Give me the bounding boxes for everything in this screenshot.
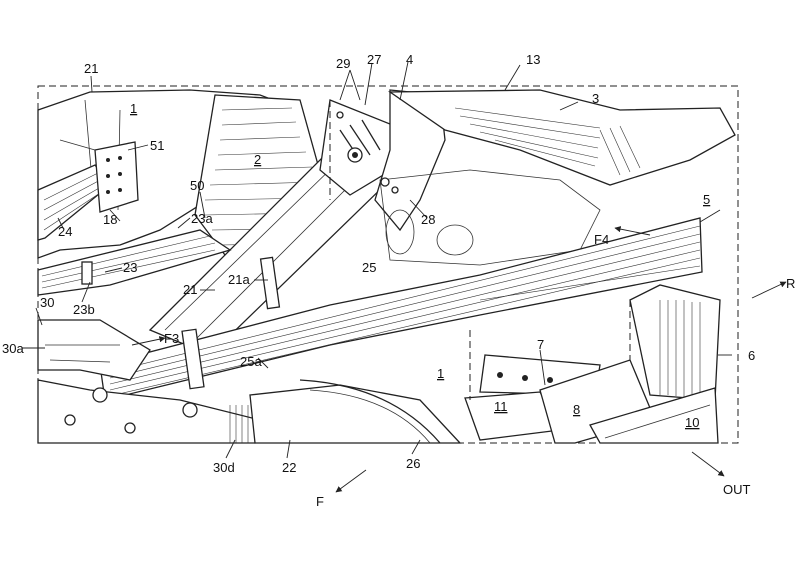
label-51: 51 [150,138,164,153]
label-26: 26 [406,456,420,471]
label-5: 5 [703,192,710,207]
floor-panel-28 [379,169,601,266]
bracket-51 [94,141,139,213]
leader-lines [22,61,732,459]
label-21a: 21a [228,272,250,287]
label-F4: F4 [594,232,609,247]
member-10 [589,387,719,444]
label-6: 6 [748,348,755,363]
label-8: 8 [573,402,580,417]
label-4: 4 [406,52,413,67]
label-22: 22 [282,460,296,475]
label-50: 50 [190,178,204,193]
label-10: 10 [685,415,699,430]
label-21-mid: 21 [183,282,197,297]
leaf-spring-25 [99,217,703,401]
label-23a: 23a [191,211,213,226]
label-28: 28 [421,212,435,227]
rail-13 [387,89,736,186]
label-1-lower: 1 [437,366,444,381]
label-29: 29 [336,56,350,71]
label-F3: F3 [164,331,179,346]
arrow-R [751,281,787,299]
arrow-OUT [691,451,725,477]
label-30a: 30a [2,341,24,356]
bracket-6 [629,284,721,401]
label-R: R [786,276,795,291]
label-23: 23 [123,260,137,275]
label-F: F [316,494,324,509]
label-2: 2 [254,152,261,167]
label-11: 11 [494,399,508,414]
label-23b: 23b [73,302,95,317]
arrow-F4 [614,226,651,236]
bracket-30 [37,319,151,381]
label-3: 3 [592,91,599,106]
label-30d: 30d [213,460,235,475]
arrow-F3 [131,336,166,346]
label-1-upper: 1 [130,101,137,116]
label-7: 7 [537,337,544,352]
bracket-51-holes [106,156,122,194]
label-27: 27 [367,52,381,67]
label-18: 18 [103,212,117,227]
label-13: 13 [526,52,540,67]
beam-22 [249,384,462,444]
arrow-F [335,469,367,493]
curve-26 [299,379,441,444]
label-25: 25 [362,260,376,275]
label-24: 24 [58,224,72,239]
label-OUT: OUT [723,482,751,497]
label-25a: 25a [240,354,262,369]
label-21-top: 21 [84,61,98,76]
label-30: 30 [40,295,54,310]
